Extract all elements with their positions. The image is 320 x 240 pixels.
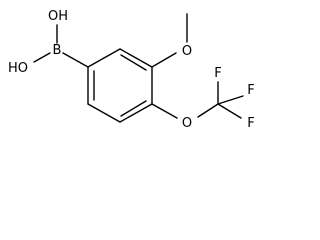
fluorine-right-label: F [247, 83, 254, 98]
ring-bond-4 [119, 103, 153, 123]
trifluoromethoxy-group: O F F F [151, 66, 255, 131]
benzene-ring [87, 48, 153, 123]
ring-double-bond-1 [120, 54, 147, 71]
methoxy-oxygen-label: O [182, 44, 192, 59]
ring-bond-5 [87, 103, 121, 123]
methoxy-group: O [151, 13, 192, 68]
fluorine-bottom-label: F [247, 116, 254, 131]
ring-to-ether-oxygen-bond [151, 103, 178, 119]
boron-label: B [53, 43, 62, 58]
ether-oxygen-label: O [182, 116, 192, 131]
ring-bond-2 [119, 48, 153, 68]
boronic-acid-group: B OH HO [8, 9, 89, 76]
ring-to-boron-bond [62, 52, 89, 68]
chemical-structure: B OH HO O O F F F [8, 9, 255, 131]
carbon-to-fluorine-bottom-bond [217, 103, 242, 119]
fluorine-top-label: F [214, 66, 221, 81]
hydroxyl-left-label: HO [8, 61, 28, 76]
ring-bond-1 [87, 48, 121, 68]
carbon-to-fluorine-right-bond [217, 95, 244, 105]
boron-to-oh-left-bond [33, 52, 51, 63]
ring-to-methoxy-oxygen-bond [151, 52, 177, 68]
ring-double-bond-2 [120, 100, 147, 117]
ether-oxygen-to-carbon-bond [197, 103, 219, 118]
hydroxyl-top-label: OH [48, 9, 68, 24]
